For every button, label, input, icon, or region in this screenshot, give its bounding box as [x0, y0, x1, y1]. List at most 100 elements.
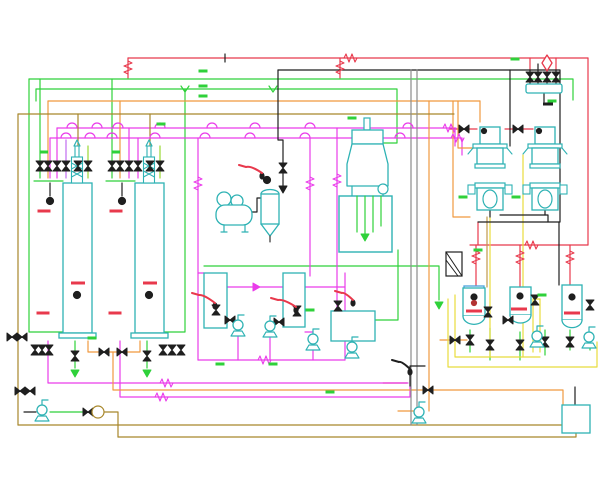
centrifuge-unit	[522, 147, 568, 155]
label-mark	[37, 209, 51, 213]
centrifuge-unit	[474, 163, 506, 169]
valve-icon	[43, 160, 53, 172]
column-vessel	[134, 182, 165, 334]
valve-icon	[16, 332, 28, 342]
hand-valve-icon	[259, 172, 265, 180]
valve-icon	[73, 160, 83, 172]
label-mark	[543, 102, 553, 106]
horizontal-tank	[330, 310, 376, 342]
air-compressor	[215, 204, 253, 226]
label-mark	[268, 362, 278, 366]
column-skirt	[130, 332, 169, 339]
label-mark	[156, 122, 166, 126]
pipe-orange	[457, 100, 475, 149]
flex-joint-icon	[335, 60, 345, 75]
line-jumpover	[84, 132, 96, 139]
instrument-circle	[72, 290, 82, 300]
valve-icon	[525, 71, 535, 83]
line-jumpover	[60, 132, 72, 139]
centrifuge-unit	[531, 187, 559, 211]
valve-icon	[158, 344, 168, 356]
valve-icon	[30, 344, 40, 356]
flex-joint-icon	[524, 240, 539, 250]
label-mark	[198, 94, 208, 98]
label-mark	[347, 116, 357, 120]
valve-icon	[273, 317, 285, 327]
valve-icon	[465, 334, 475, 346]
label-mark	[198, 84, 208, 88]
valve-icon	[502, 315, 514, 325]
centrifuge-unit	[467, 184, 476, 195]
label-mark	[511, 307, 527, 311]
centrifuge-unit	[537, 189, 553, 209]
line-jumpover	[249, 122, 261, 129]
line-jumpover	[394, 132, 406, 139]
valve-icon	[167, 344, 177, 356]
column-head	[143, 162, 155, 178]
valve-icon	[565, 336, 575, 348]
instrument-circle	[262, 175, 272, 185]
label-mark	[511, 195, 521, 199]
pump-icon	[237, 314, 245, 321]
flow-arrow-icon	[278, 185, 288, 194]
valve-icon	[278, 162, 288, 174]
column-head	[145, 139, 153, 147]
centrifuge-unit	[504, 184, 513, 195]
receiver-vessel	[260, 193, 280, 225]
label-mark	[466, 309, 482, 313]
line-jumpover	[149, 132, 161, 139]
pump-icon	[531, 330, 543, 342]
pipe-orange	[87, 340, 141, 353]
valve-icon	[6, 332, 18, 342]
pipe-orange	[112, 351, 564, 406]
flex-joint-icon	[450, 133, 465, 143]
instrument-circle	[470, 299, 478, 307]
valve-icon	[585, 299, 595, 311]
column-vessel	[62, 182, 93, 334]
pump-icon	[34, 415, 50, 422]
pipe-green	[203, 265, 440, 301]
hand-valve-icon	[350, 299, 356, 307]
flex-joint-icon	[332, 173, 342, 188]
pipe-olive	[103, 411, 119, 438]
pump-icon	[581, 342, 597, 349]
pipe-olive	[117, 432, 577, 438]
instrument-circle	[117, 196, 127, 206]
valve-icon	[533, 71, 543, 83]
pump-icon	[413, 406, 425, 418]
valve-icon	[542, 71, 552, 83]
hand-valve-icon	[293, 306, 299, 314]
column-head	[74, 145, 80, 158]
pump-icon	[583, 331, 595, 343]
valve-icon	[133, 160, 143, 172]
valve-icon	[37, 344, 47, 356]
valve-icon	[116, 347, 128, 357]
flex-joint-icon	[123, 60, 133, 75]
pump-icon	[264, 320, 276, 332]
label-mark	[87, 336, 97, 340]
pump-icon	[307, 333, 319, 345]
flex-joint-icon	[515, 250, 525, 265]
valve-icon	[458, 124, 470, 134]
flow-arrow-icon	[434, 301, 444, 310]
valve-icon	[70, 350, 80, 362]
valve-icon	[530, 294, 540, 306]
pump-icon	[536, 325, 544, 332]
centrifuge-unit	[474, 182, 506, 189]
label-mark	[112, 150, 120, 154]
label-mark	[547, 99, 557, 103]
valve-icon	[124, 160, 134, 172]
line-jumpover	[91, 122, 103, 129]
pipe-magenta	[119, 340, 411, 398]
flex-joint-icon	[154, 392, 169, 402]
storage-box	[561, 404, 591, 434]
pipe-green	[28, 78, 574, 101]
pump-icon	[36, 404, 48, 416]
heat-exchanger	[445, 251, 463, 277]
instrument-circle	[516, 292, 524, 300]
line-jumpover	[244, 132, 256, 139]
air-compressor	[220, 224, 249, 233]
pump-icon	[230, 330, 246, 337]
flex-joint-icon	[343, 53, 358, 63]
